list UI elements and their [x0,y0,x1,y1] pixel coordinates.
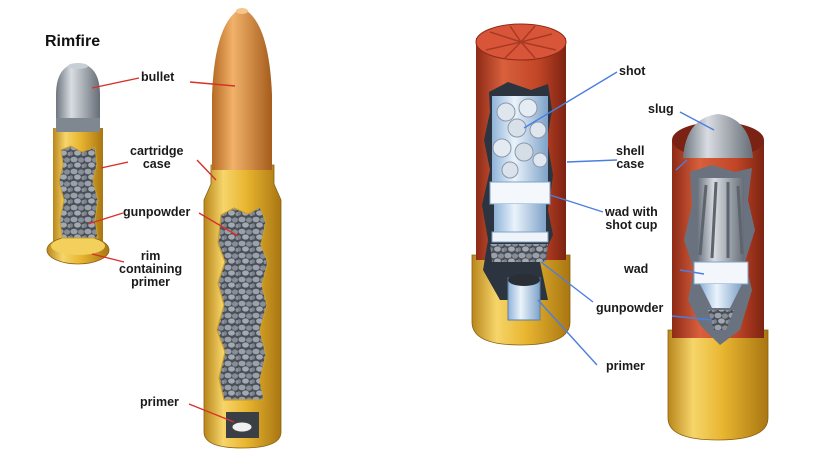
shell-primer [507,274,541,321]
label-wad-with-shot-cup: wad with shot cup [605,206,658,232]
rimfire-cartridge [46,63,110,265]
label-rim-line2: containing [119,262,183,276]
label-shot: shot [619,64,646,78]
rimfire-bullet [56,63,100,132]
slug-shell-head [667,329,769,441]
label-rim-line1: rim [140,249,161,263]
centerfire-cartridge [203,8,282,449]
label-wad-shot-cup-line1: wad with [605,205,658,219]
leader-lines-shotgun [523,71,715,366]
label-shell-case-line2: case [616,157,645,171]
slug-shell [667,114,769,441]
shell-powder [490,244,548,262]
label-bullet: bullet [141,70,175,84]
rifle-bullet [212,8,272,170]
label-gunpowder-shotgun: gunpowder [596,301,664,315]
wad-with-shot-cup [489,181,551,243]
slug-body [698,178,744,262]
rimfire-powder-cutaway [58,145,99,239]
label-rim-containing-primer: rim containing primer [119,250,182,289]
leader-lines-rifle [87,77,239,423]
label-primer-shotgun: primer [606,359,645,373]
label-rim-line3: primer [131,275,171,289]
label-cartridge-case-line2: case [142,157,171,171]
label-primer-rifle: primer [140,395,179,409]
shotgun-shell [471,23,571,346]
label-shell-case: shell case [616,145,645,171]
label-gunpowder-rifle: gunpowder [123,205,191,219]
diagram-title: Rimfire [45,33,101,50]
label-cartridge-case-line1: cartridge [130,144,184,158]
label-wad-shot-cup-line2: shot cup [605,218,658,232]
label-slug: slug [648,102,674,116]
slug-wad [693,261,749,308]
label-wad: wad [624,262,649,276]
rifle-primer [231,421,253,433]
slug [683,114,753,158]
shot-pellets [492,96,548,182]
label-cartridge-case: cartridge case [130,145,184,171]
label-shell-case-line1: shell [616,144,645,158]
rifle-powder-cutaway [216,206,269,401]
